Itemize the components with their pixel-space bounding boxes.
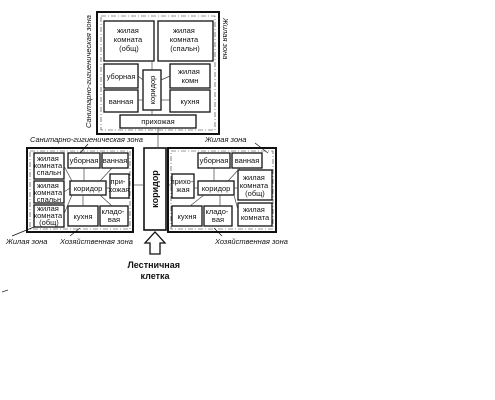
top-bath-label: ванная (109, 97, 134, 106)
zone-sanitary-left-label: Санитарно-гигиеническая зона (30, 135, 143, 144)
right-living-room-label: жилая комната (241, 205, 270, 222)
right-living-common (237, 169, 273, 201)
zone-living-right-label: Жилая зона (204, 135, 246, 144)
left-living-common (33, 204, 65, 228)
top-kitchen-label: кухня (180, 97, 199, 106)
top-living-common-label: жилая комната (общ) (114, 26, 144, 53)
top-corridor-label: коридор (148, 76, 157, 105)
right-kitchen-label: кухня (177, 212, 196, 221)
central-corridor-label: коридор (150, 170, 160, 208)
right-bath-label: ванная (235, 156, 260, 165)
right-bath (231, 152, 263, 169)
right-hall-label: прихо- жая (171, 177, 196, 194)
top-living-bedroom-label: жилая комната (спальн) (170, 26, 200, 53)
left-hall-label: при- хожая (108, 177, 129, 194)
left-corridor-label: коридор (74, 184, 103, 193)
top-living-bedroom-room (157, 20, 214, 62)
top-living-common-room (103, 20, 155, 62)
left-living-bedroom-2-label: жилая комната спальн (34, 181, 64, 204)
left-hall (109, 173, 130, 199)
left-bath-label: ванная (103, 156, 128, 165)
left-kitchen-label: кухня (73, 212, 92, 221)
right-toilet-label: уборная (200, 156, 229, 165)
left-apartment: жилая комната спальн жилая комната спаль… (26, 147, 134, 233)
right-living-room (237, 202, 273, 227)
left-apartment-outline (26, 147, 134, 233)
staircase-label: Лестничная клетка (127, 260, 182, 281)
left-living-bedroom-1-label: жилая комната спальн (34, 154, 64, 177)
right-pantry (203, 205, 233, 227)
zone-sanitary-top-label: Санитарно-гигиеническая зона (84, 15, 93, 128)
zone-living-top-label: Жилая зона (221, 17, 230, 59)
zone-household-right-label: Хозяйственная зона (214, 237, 288, 246)
top-toilet-label: уборная (107, 72, 136, 81)
zone-living-left-label: Жилая зона (5, 237, 47, 246)
right-corridor-label: коридор (202, 184, 231, 193)
top-toilet-room (103, 63, 139, 89)
top-kitchen (169, 89, 211, 113)
top-living-room (169, 63, 211, 89)
left-pantry (99, 205, 129, 227)
left-bath (101, 152, 129, 169)
right-apartment-outline (167, 147, 277, 233)
left-pantry-label: кладо- вая (101, 207, 126, 224)
left-living-common-label: жилая комната (общ) (34, 204, 64, 227)
top-hall-label: прихожая (141, 117, 174, 126)
right-kitchen (171, 205, 203, 227)
top-living-room-label: жилая комн (178, 67, 202, 85)
top-bath-room (103, 89, 139, 113)
left-toilet-label: уборная (70, 156, 99, 165)
top-apartment: жилая комната (общ) жилая комната (спаль… (96, 11, 220, 147)
zone-household-left-label: Хозяйственная зона (59, 237, 133, 246)
central-corridor (143, 147, 167, 231)
right-pantry-label: кладо- вая (205, 207, 230, 224)
entrance-arrow-icon (143, 231, 167, 255)
right-living-common-label: жилая комната (общ) (240, 173, 270, 198)
right-hall (171, 173, 195, 199)
right-apartment: прихо- жая уборная ванная коридор жилая … (167, 147, 277, 233)
stray-mark (1, 289, 9, 293)
